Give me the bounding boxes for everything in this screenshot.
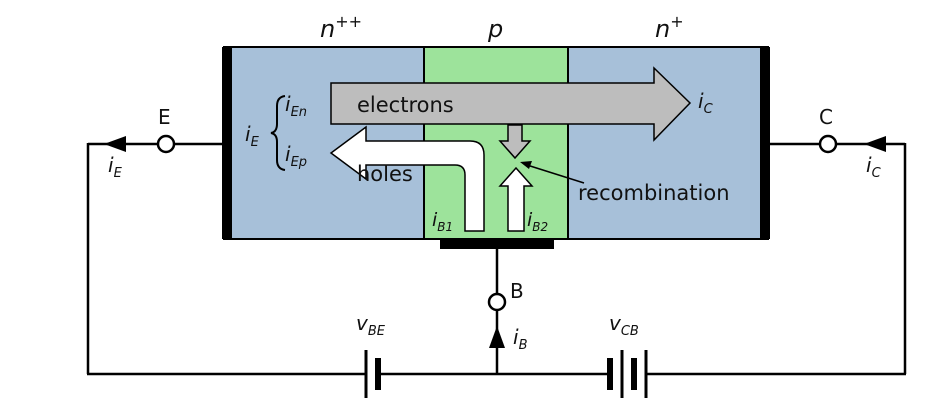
- iep-label: iEp: [285, 142, 307, 170]
- electrons-label: electrons: [357, 93, 454, 117]
- base-region-label: p: [487, 15, 503, 43]
- emitter-contact: [222, 47, 232, 239]
- ien-label: iEn: [285, 92, 307, 120]
- recombination-hole-arrow: [498, 166, 534, 232]
- ie-arrow-head: [104, 136, 126, 152]
- holes-arrow: [329, 125, 485, 232]
- ie-wire-label: iE: [108, 153, 123, 181]
- ib1-label: iB1: [432, 209, 453, 234]
- ic-arrow-label: iC: [698, 89, 714, 117]
- vcb-label: vCB: [609, 311, 639, 339]
- collector-contact: [760, 47, 770, 239]
- ib-arrow-head: [489, 326, 505, 348]
- ib-label: iB: [513, 325, 528, 353]
- recombination-pointer-head: [520, 161, 532, 169]
- ie-label: iE: [245, 122, 260, 150]
- collector-region-label: n+: [655, 12, 684, 43]
- terminal-e: [156, 134, 176, 154]
- terminal-e-label: E: [158, 105, 171, 129]
- recombination-label: recombination: [578, 181, 730, 205]
- terminal-c: [818, 134, 838, 154]
- vbe-label: vBE: [356, 311, 386, 339]
- collector-region-n-plus: [567, 46, 769, 240]
- ic-arrow-head: [864, 136, 886, 152]
- ic-wire-label: iC: [866, 153, 882, 181]
- emitter-current-brace: [270, 95, 286, 171]
- terminal-c-label: C: [819, 105, 833, 129]
- base-contact: [440, 239, 554, 249]
- terminal-b: [487, 292, 507, 312]
- recombination-pointer: [526, 164, 585, 184]
- emitter-region-label: n++: [320, 12, 362, 43]
- electrons-arrow: [330, 66, 692, 142]
- holes-label: holes: [357, 162, 413, 186]
- ib2-label: iB2: [527, 209, 548, 234]
- recombination-electron-arrow: [498, 124, 532, 160]
- terminal-b-label: B: [510, 279, 524, 303]
